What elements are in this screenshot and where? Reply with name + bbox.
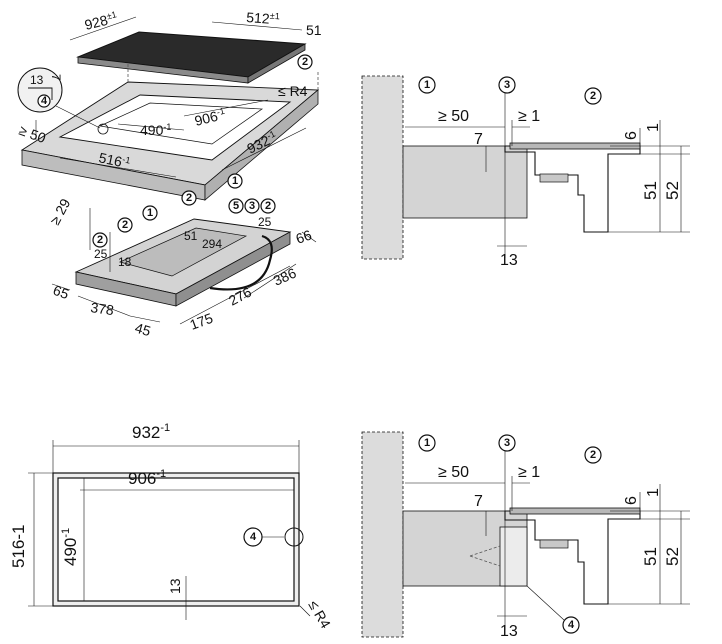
svg-text:4: 4 [41,95,48,107]
svg-text:4: 4 [568,619,575,631]
sect-top-52: 52 [663,181,682,200]
isometric-markers: 2 4 1 2 2 1 2 5 3 2 [37,54,313,248]
svg-text:2: 2 [186,192,192,204]
sect-bot-52: 52 [663,547,682,566]
marker-4-detail: 4 [37,94,51,108]
sect-top-6: 6 [623,131,640,140]
plan-detail-circle [284,527,304,547]
sect-top-13: 13 [500,252,518,269]
plan-inner-length: 906-1 [128,468,166,488]
svg-text:1: 1 [424,437,430,449]
svg-text:3: 3 [504,437,510,449]
sect-bot-marker-3: 3 [498,434,516,452]
sect-top-marker-3: 3 [498,76,516,94]
label-lower-25b: 25 [258,215,272,229]
label-lower-66: 66 [294,226,314,246]
sect-bot-marker-1: 1 [418,434,436,452]
label-top-thickness: 51 [306,22,322,38]
plan-13: 13 [167,578,183,594]
label-frame-inner-length: 906-1 [193,106,227,129]
sect-bot-1: 1 [645,488,662,497]
marker-2-top: 2 [297,54,313,70]
label-frame-outer-depth: 516-1 [97,149,131,171]
svg-text:2: 2 [97,234,103,246]
frame-section [499,526,528,587]
label-depth-29: ≥ 29 [47,196,74,228]
svg-text:3: 3 [504,79,510,91]
sect-bot-clear: ≥ 1 [518,464,540,481]
marker-1-frame: 1 [227,173,243,189]
svg-text:5: 5 [233,200,239,212]
worktop-section [402,145,528,219]
sect-bot-51: 51 [641,547,660,566]
label-frame-radius: ≤ R4 [278,83,308,99]
sect-top-1: 1 [645,123,662,132]
marker-2-lower-left: 2 [92,232,108,248]
svg-text:1: 1 [147,207,153,219]
sect-bot-13: 13 [500,623,518,640]
plan-outer-length: 932-1 [132,422,170,442]
label-lower-386: 386 [271,265,299,289]
label-lower-378: 378 [90,299,116,318]
marker-5: 5 [228,198,244,214]
label-frame-inner-width: 490-1 [140,122,171,138]
plan-radius: ≤ R4 [305,598,334,632]
worktop-side [204,89,319,201]
svg-text:2: 2 [122,219,128,231]
label-lower-45: 45 [133,320,153,340]
marker-1-lower: 1 [142,205,158,221]
marker-2-lower-center: 2 [181,190,197,206]
label-frame-gap: ≥ 50 [17,122,48,146]
label-lower-51: 51 [184,229,198,243]
cable [209,234,273,291]
svg-text:2: 2 [590,449,596,461]
label-detail-13: 13 [30,73,44,87]
sect-top-marker-2: 2 [584,87,602,105]
svg-text:1: 1 [424,79,430,91]
svg-text:2: 2 [302,56,308,68]
svg-text:1: 1 [232,175,238,187]
plan-marker-4: 4 [243,527,263,547]
svg-text:2: 2 [265,200,271,212]
plan-inner-depth: 490-1 [60,528,80,566]
detail-circle [17,67,63,113]
label-lower-175: 175 [188,310,216,333]
lower-module-side [175,231,291,307]
isometric-view [17,16,320,325]
section-bottom: ≥ 50 ≥ 1 7 13 6 1 51 52 1 3 2 4 [361,431,690,640]
sect-bot-marker-4: 4 [562,616,580,634]
wall-bottom [361,431,404,638]
label-lower-18: 18 [118,255,132,269]
sect-top-clear: ≥ 1 [518,108,540,125]
marker-2-lower-mid: 2 [117,217,133,233]
sect-top-gap: ≥ 50 [438,108,469,125]
sect-top-marker-1: 1 [418,76,436,94]
sect-top-7: 7 [474,131,483,148]
label-lower-294: 294 [202,237,222,251]
svg-text:2: 2 [590,90,596,102]
sect-bot-gap: ≥ 50 [438,464,469,481]
plan-outer-depth: 516-1 [9,525,28,568]
sect-bot-marker-2: 2 [584,446,602,464]
label-detail-7: 7 [49,74,63,81]
marker-3: 3 [244,198,260,214]
sect-top-51: 51 [641,181,660,200]
label-lower-65: 65 [51,282,71,302]
section-top: ≥ 50 ≥ 1 7 13 6 1 51 52 1 3 2 [361,75,690,269]
label-top-depth: 512±1 [246,9,280,27]
label-top-width: 928±1 [83,9,119,33]
svg-text:4: 4 [250,531,257,543]
lower-module-recess [118,227,248,277]
wall [361,75,404,260]
sect-bot-7: 7 [474,493,483,510]
label-lower-25a: 25 [94,247,108,261]
cooktop-side [247,43,306,84]
marker-2-lower-right: 2 [260,198,276,214]
inner-cutout [98,102,264,145]
plan-view: 932-1 906-1 516-1 490-1 13 ≤ R4 4 [9,422,334,631]
sect-bot-6: 6 [623,496,640,505]
svg-text:3: 3 [249,200,255,212]
